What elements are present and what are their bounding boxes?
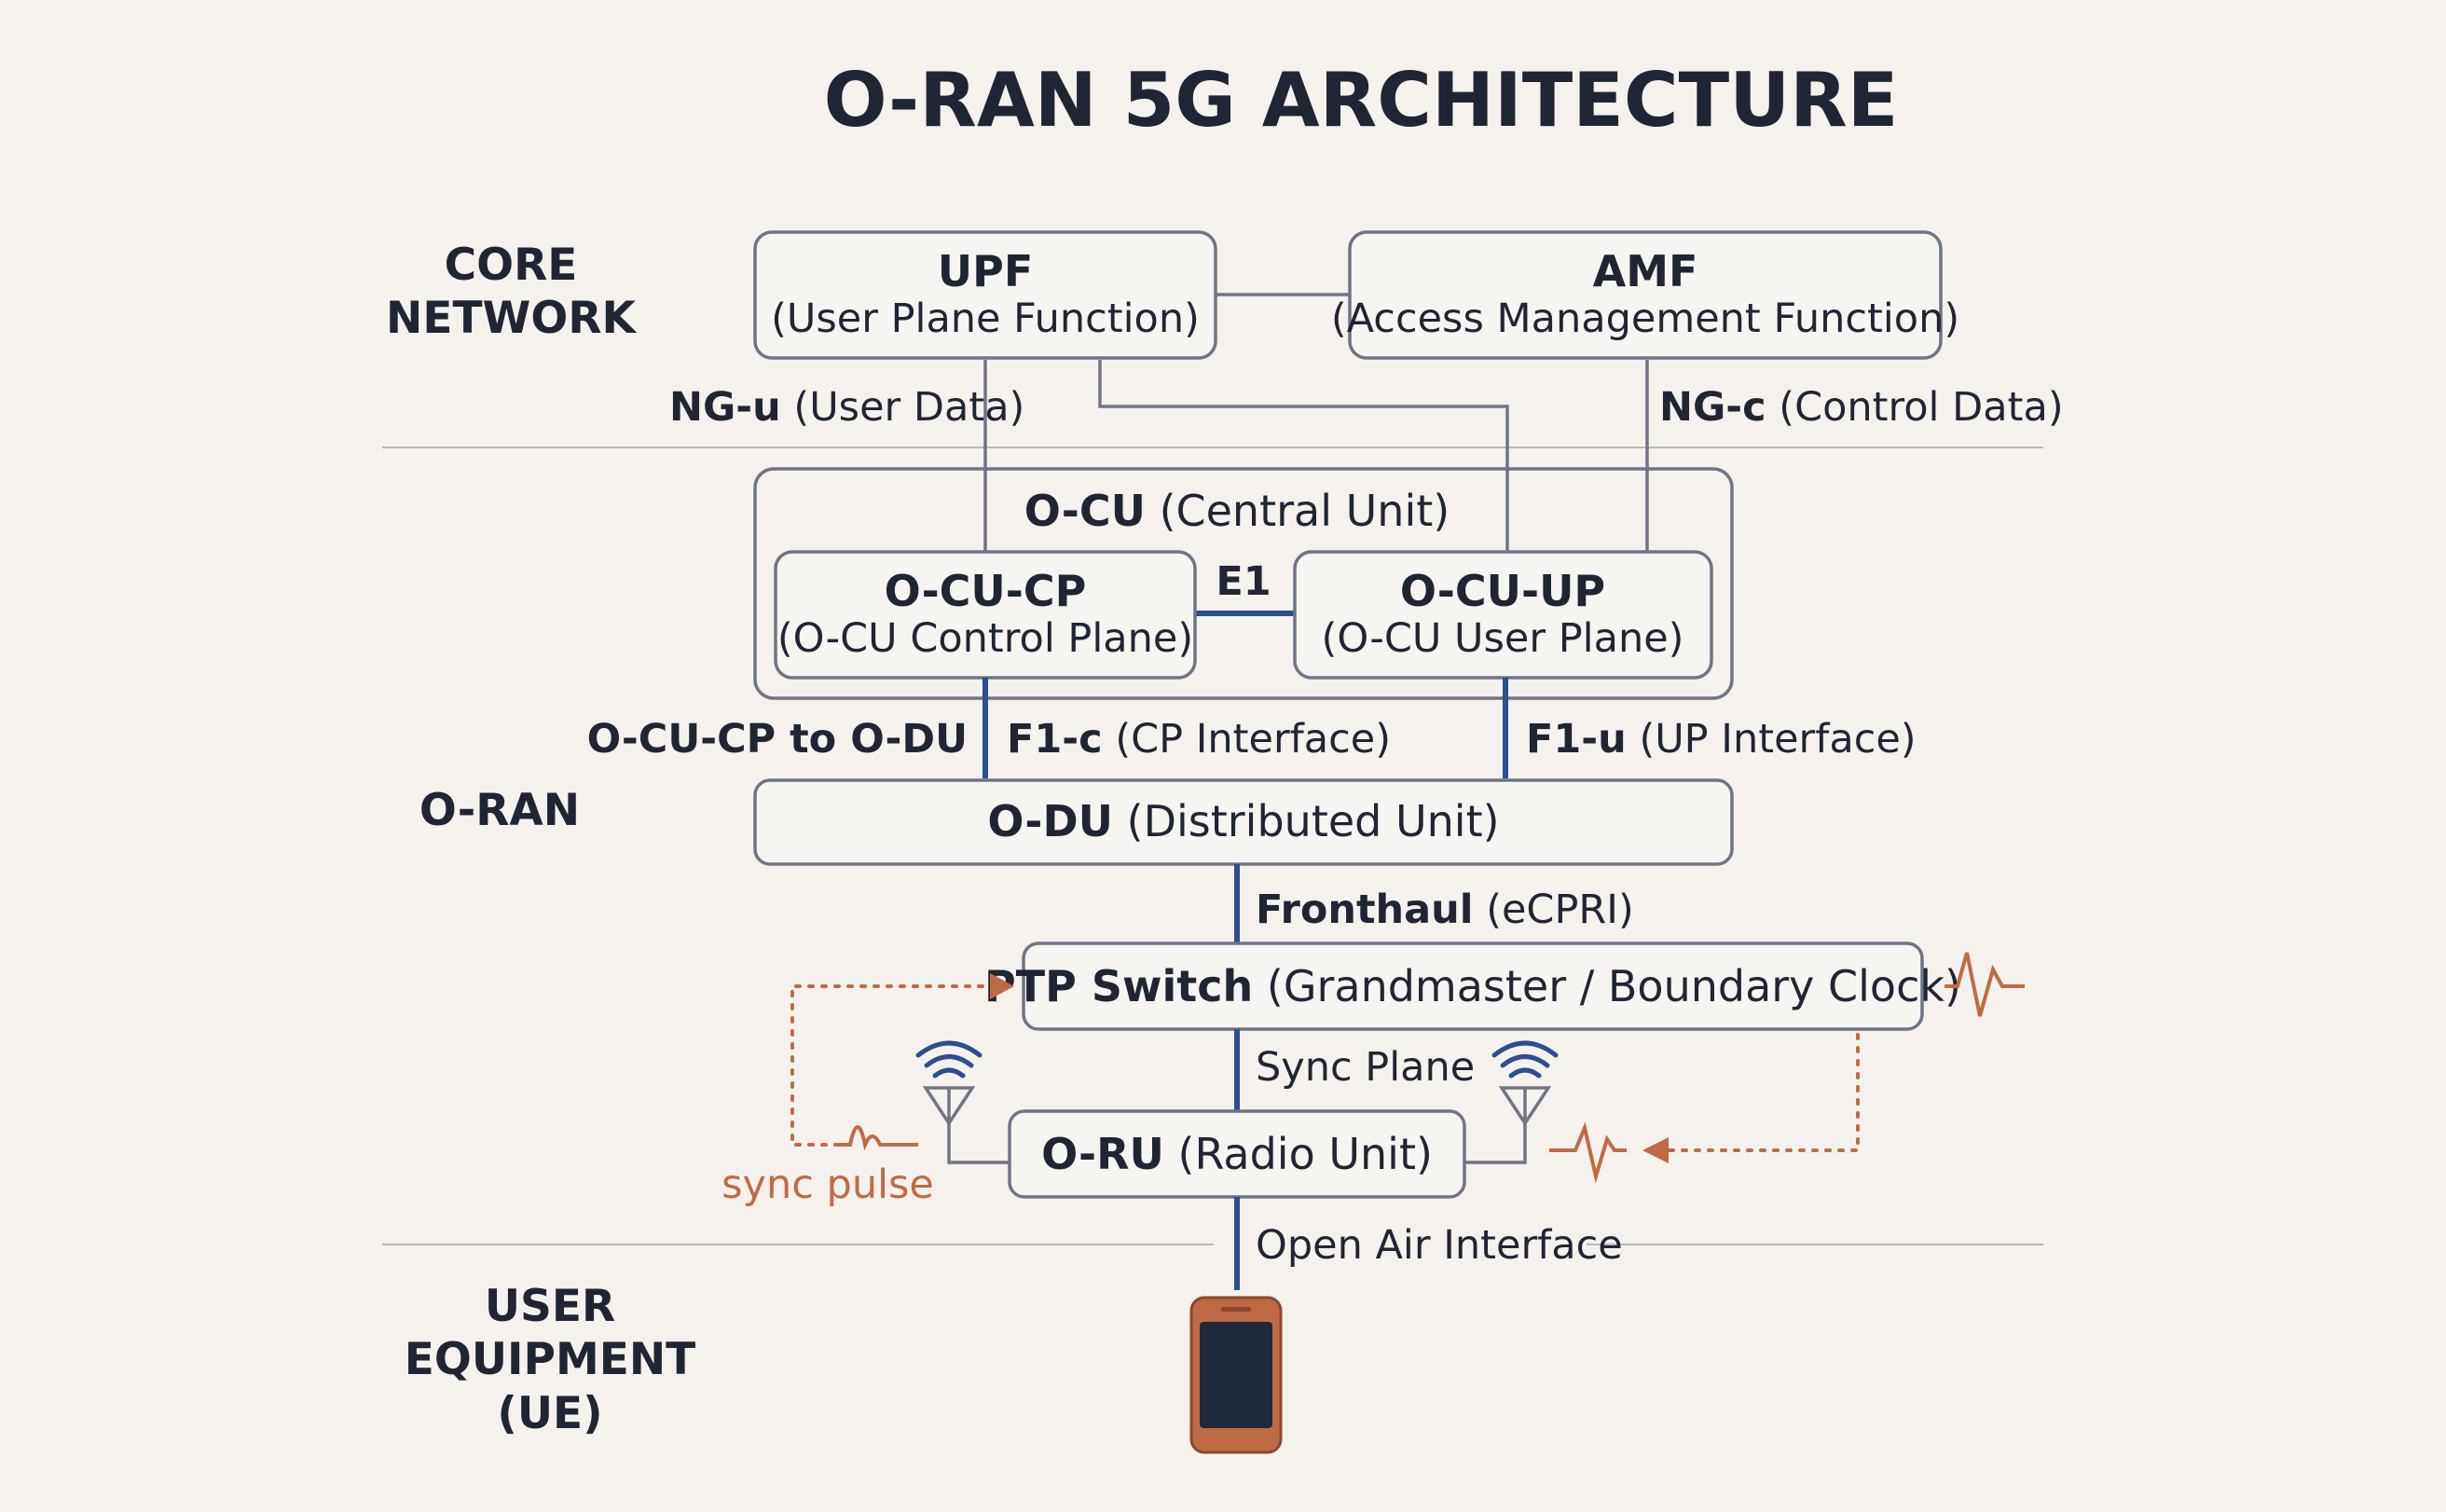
amf-node[interactable]: AMF (Access Management Function) [1331, 230, 1959, 360]
upf-name: UPF [938, 246, 1034, 296]
arrow-head-icon [1642, 1137, 1669, 1163]
section-label-ue-line1: USER [485, 1281, 615, 1332]
ocu-cp-name: O-CU-CP [885, 566, 1087, 616]
f1c-label: F1-c (CP Interface) [1007, 716, 1391, 763]
ptp-switch-node[interactable]: PTP Switch (Grandmaster / Boundary Clock… [984, 942, 1961, 1031]
antenna-icon [922, 1086, 976, 1127]
ocu-cp-to-odu-label: O-CU-CP to O-DU [587, 716, 968, 763]
pulse-waveform-icon [1549, 1121, 1627, 1184]
amf-desc: (Access Management Function) [1331, 296, 1959, 342]
wifi-signal-icon [1491, 1040, 1559, 1079]
ocu-up-desc: (O-CU User Plane) [1322, 615, 1684, 662]
section-label-core-line1: CORE [445, 240, 578, 291]
amf-name: AMF [1593, 246, 1698, 296]
pulse-waveform-icon [839, 1125, 918, 1151]
oru-node[interactable]: O-RU (Radio Unit) [1008, 1109, 1466, 1199]
wifi-signal-icon [915, 1040, 983, 1079]
antenna-icon [1498, 1086, 1552, 1127]
section-label-core-line2: NETWORK [386, 293, 637, 344]
ptp-switch-label: PTP Switch (Grandmaster / Boundary Clock… [984, 961, 1961, 1011]
odu-label: O-DU (Distributed Unit) [987, 796, 1499, 846]
ocu-cp-node[interactable]: O-CU-CP (O-CU Control Plane) [774, 550, 1197, 680]
sync-loop-left: sync pulse [721, 973, 1014, 1208]
upf-desc: (User Plane Function) [771, 296, 1200, 342]
pulse-waveform-icon [1944, 952, 2025, 1017]
f1u-label: F1-u (UP Interface) [1526, 716, 1917, 763]
oru-label: O-RU (Radio Unit) [1041, 1129, 1433, 1179]
upf-to-ocu-up-link [1098, 360, 1509, 552]
section-label-ue-line3: (UE) [497, 1388, 602, 1439]
section-label-oran: O-RAN [419, 785, 580, 836]
ocu-up-name: O-CU-UP [1400, 566, 1605, 616]
ngc-label: NG-c (Control Data) [1659, 384, 2064, 431]
arrow-head-icon [990, 973, 1014, 999]
odu-node[interactable]: O-DU (Distributed Unit) [753, 778, 1734, 866]
e1-label: E1 [1216, 558, 1271, 605]
fronthaul-label: Fronthaul (eCPRI) [1256, 887, 1634, 933]
sync-plane-label: Sync Plane [1256, 1044, 1475, 1091]
smartphone-icon[interactable] [1189, 1296, 1283, 1454]
antenna-right [1464, 1040, 1559, 1164]
page-title: O-RAN 5G ARCHITECTURE [824, 57, 1899, 144]
ocu-cp-desc: (O-CU Control Plane) [777, 615, 1193, 662]
upf-node[interactable]: UPF (User Plane Function) [753, 230, 1217, 360]
section-label-ue-line2: EQUIPMENT [405, 1334, 695, 1385]
sync-loop-right [1549, 1033, 1860, 1184]
ocu-label: O-CU (Central Unit) [1024, 486, 1450, 536]
ocu-container[interactable]: O-CU (Central Unit) [753, 467, 1734, 700]
antenna-left [915, 1040, 1010, 1164]
ocu-up-node[interactable]: O-CU-UP (O-CU User Plane) [1293, 550, 1713, 680]
ngu-label: NG-u (User Data) [669, 384, 1024, 431]
sync-pulse-label: sync pulse [721, 1161, 934, 1208]
open-air-label: Open Air Interface [1256, 1222, 1623, 1269]
